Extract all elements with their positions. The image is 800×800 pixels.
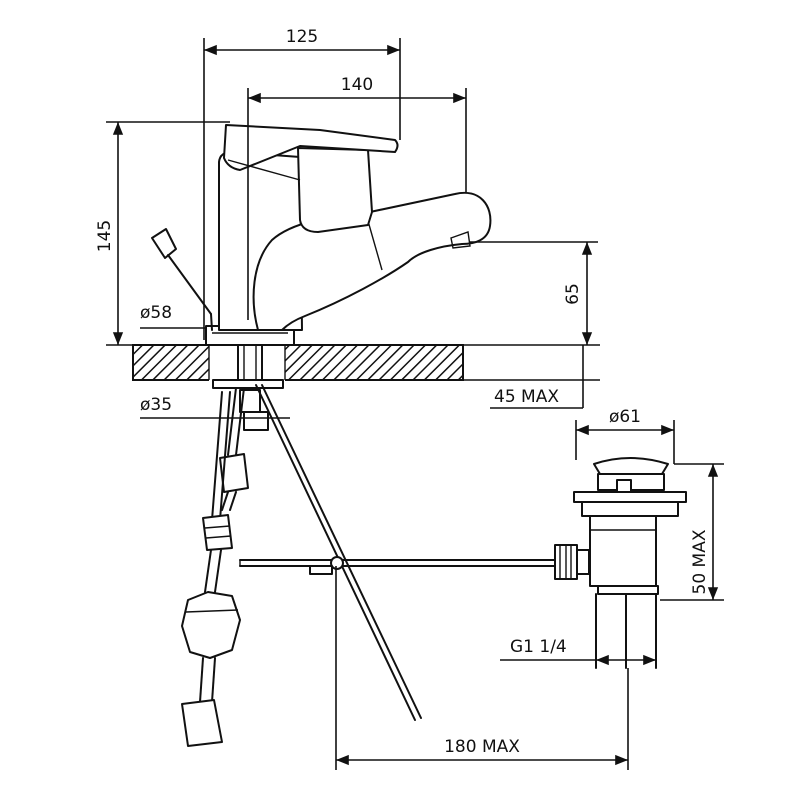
countertop-section	[132, 343, 464, 382]
dim-61-label: ø61	[609, 407, 641, 427]
dim-g114-label: G1 1/4	[510, 637, 567, 657]
dim-180max-label: 180 MAX	[444, 737, 520, 757]
dim-50max-label: 50 MAX	[690, 529, 710, 594]
faucet-body	[151, 124, 492, 346]
dimension-lines: 125 140 145 65 ø58 ø35 45 MAX ø61 50 MAX…	[95, 27, 724, 770]
dim-140-label: 140	[341, 75, 373, 95]
pop-up-waste	[554, 457, 687, 669]
dim-35-label: ø35	[140, 395, 172, 415]
dim-45max-label: 45 MAX	[494, 387, 559, 407]
dim-125-label: 125	[286, 27, 318, 47]
dim-65-label: 65	[563, 283, 583, 305]
under-sink-assembly	[181, 344, 561, 747]
dim-145-label: 145	[95, 220, 115, 252]
dim-58-label: ø58	[140, 303, 172, 323]
